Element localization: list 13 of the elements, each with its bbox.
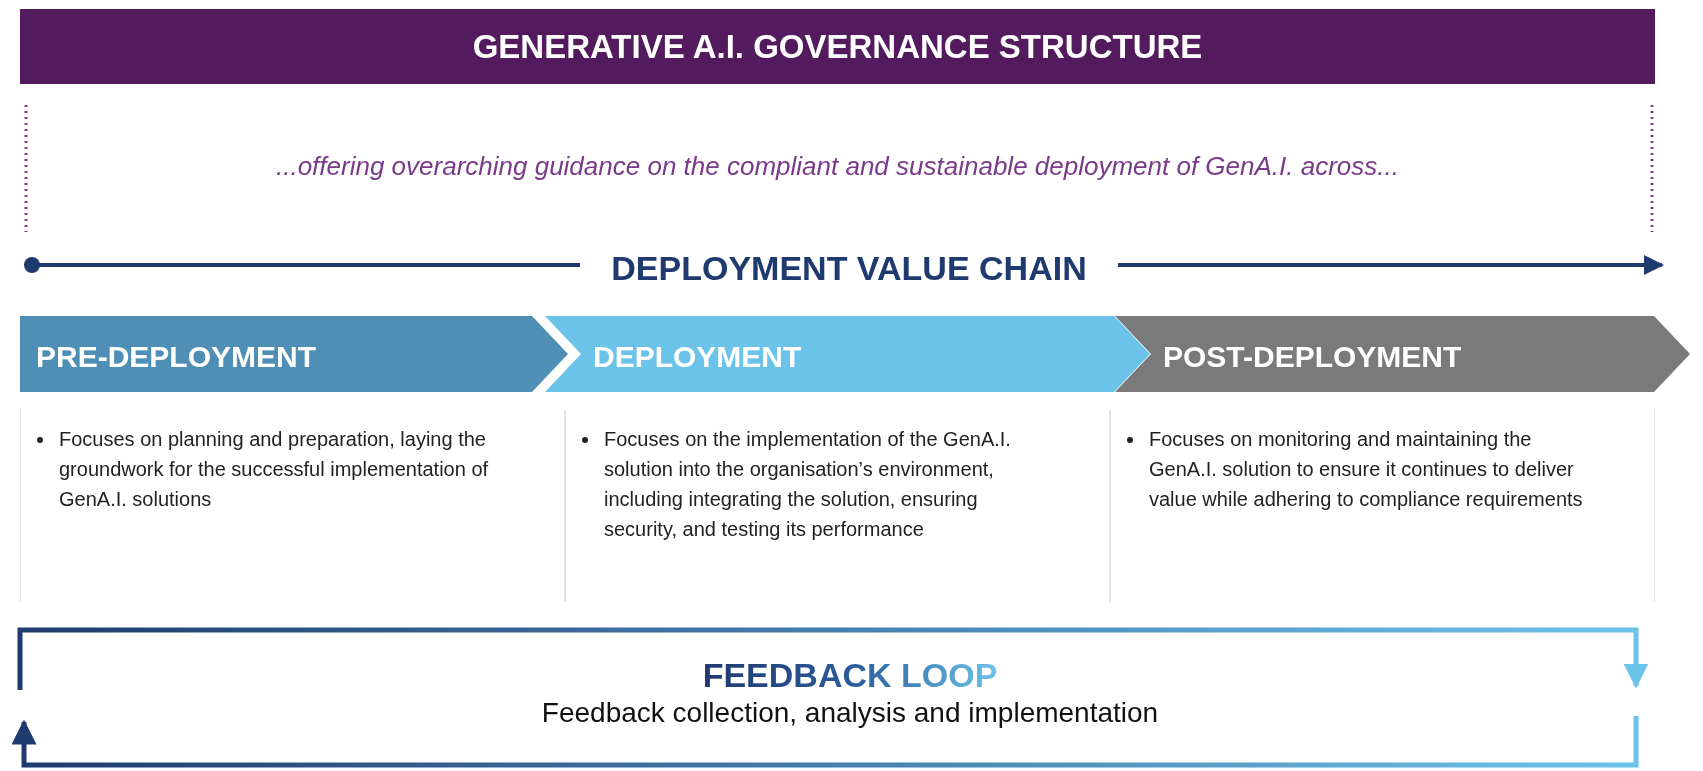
phase-title: DEPLOYMENT <box>593 339 802 375</box>
description-text: Focuses on planning and preparation, laying the groundwork for the successful implementation of GenA.I. solutions <box>59 427 490 512</box>
phase-title: POST-DEPLOYMENT <box>1163 339 1462 375</box>
description-panel <box>20 410 565 602</box>
subtitle-text: ...offering overarching guidance on the compliant and sustainable deployment of GenA.I. across... <box>275 150 1400 183</box>
feedback-text: Feedback collection, analysis and implementation <box>541 696 1159 730</box>
description-panel <box>1110 410 1655 602</box>
description-panel <box>565 410 1110 602</box>
phase-title: PRE-DEPLOYMENT <box>36 339 317 375</box>
description-text: Focuses on the implementation of the GenA.I. solution into the organisation’s environment, including integrating the solution, ensuring security, and testing its performance <box>604 427 1012 542</box>
description-text: Focuses on monitoring and maintaining the GenA.I. solution to ensure it continues to deliver value while adhering to compliance requirements <box>1149 427 1584 512</box>
section-heading: DEPLOYMENT VALUE CHAIN <box>610 248 1088 289</box>
title-bar: GENERATIVE A.I. GOVERNANCE STRUCTURE <box>20 9 1655 84</box>
